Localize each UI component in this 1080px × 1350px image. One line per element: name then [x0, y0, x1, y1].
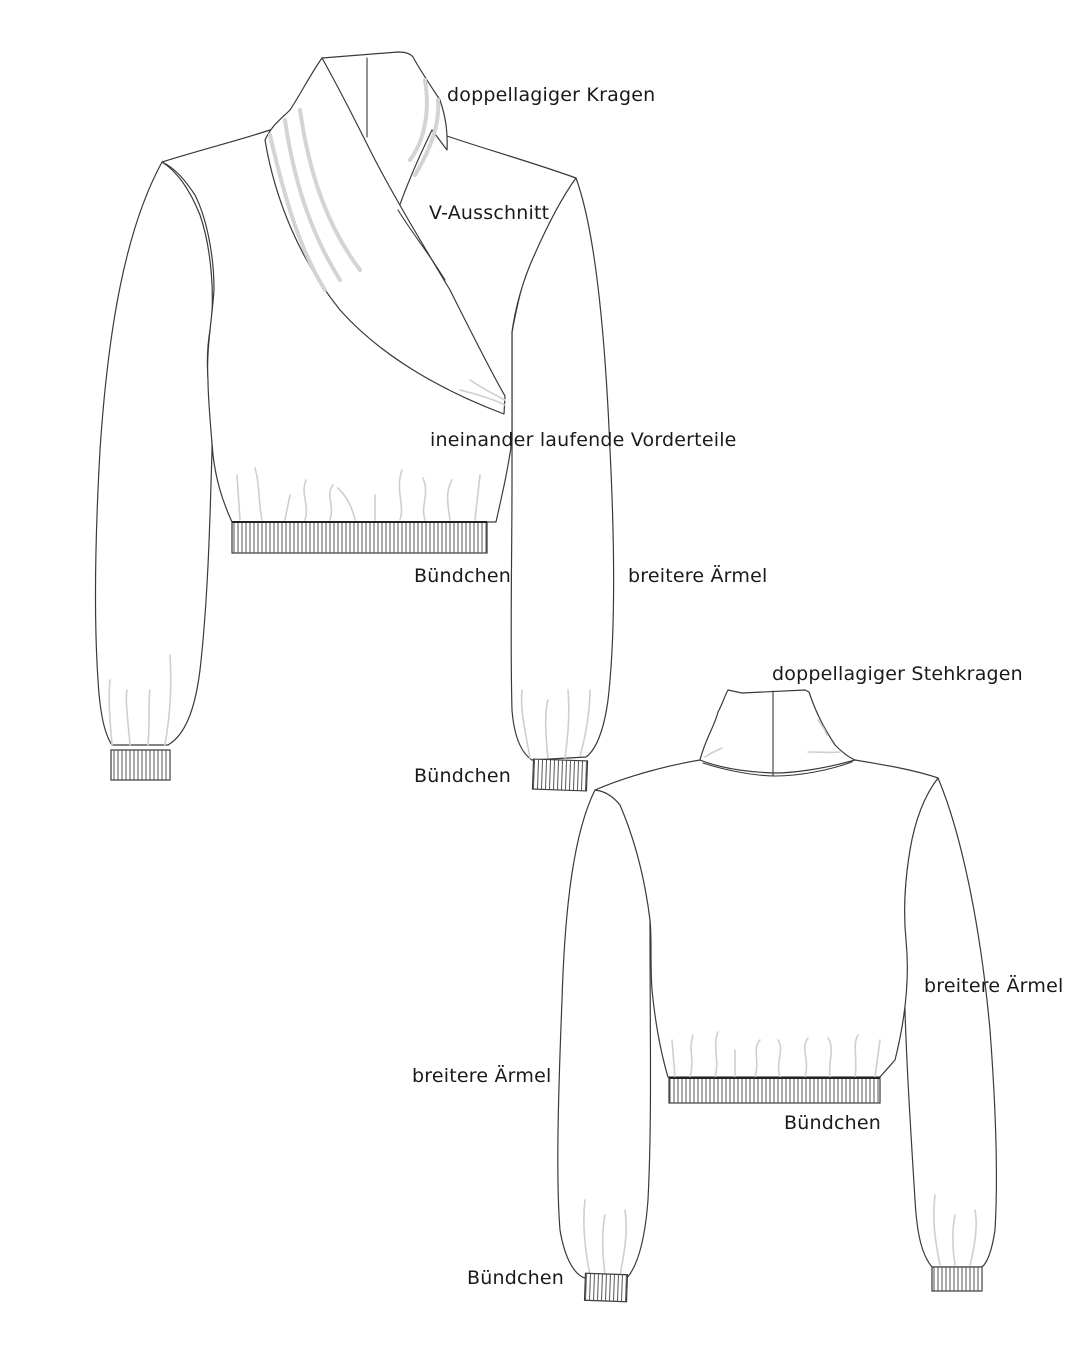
label-back-sleeve-left: breitere Ärmel — [412, 1065, 552, 1087]
front-view-garment — [94, 51, 615, 792]
label-back-cuff: Bündchen — [467, 1267, 564, 1289]
front-left-sleeve — [94, 161, 213, 746]
back-stand-collar — [699, 689, 856, 774]
back-view-garment — [557, 689, 997, 1303]
label-back-collar: doppellagiger Stehkragen — [772, 663, 1023, 685]
back-left-sleeve — [557, 789, 652, 1279]
back-right-sleeve — [903, 777, 997, 1268]
back-waist-gathers — [671, 1031, 881, 1078]
back-body — [594, 759, 939, 1078]
label-back-waistband: Bündchen — [784, 1112, 881, 1134]
front-waist-gathers — [236, 467, 481, 521]
label-front-sleeve: breitere Ärmel — [628, 565, 768, 587]
label-back-sleeve-right: breitere Ärmel — [924, 975, 1064, 997]
front-shawl-lapel — [264, 57, 506, 415]
label-front-waistband: Bündchen — [414, 565, 511, 587]
label-front-collar: doppellagiger Kragen — [447, 84, 656, 106]
label-front-panels: ineinander laufende Vorderteile — [430, 429, 737, 451]
label-front-neckline: V-Ausschnitt — [429, 202, 550, 224]
label-front-cuff: Bündchen — [414, 765, 511, 787]
